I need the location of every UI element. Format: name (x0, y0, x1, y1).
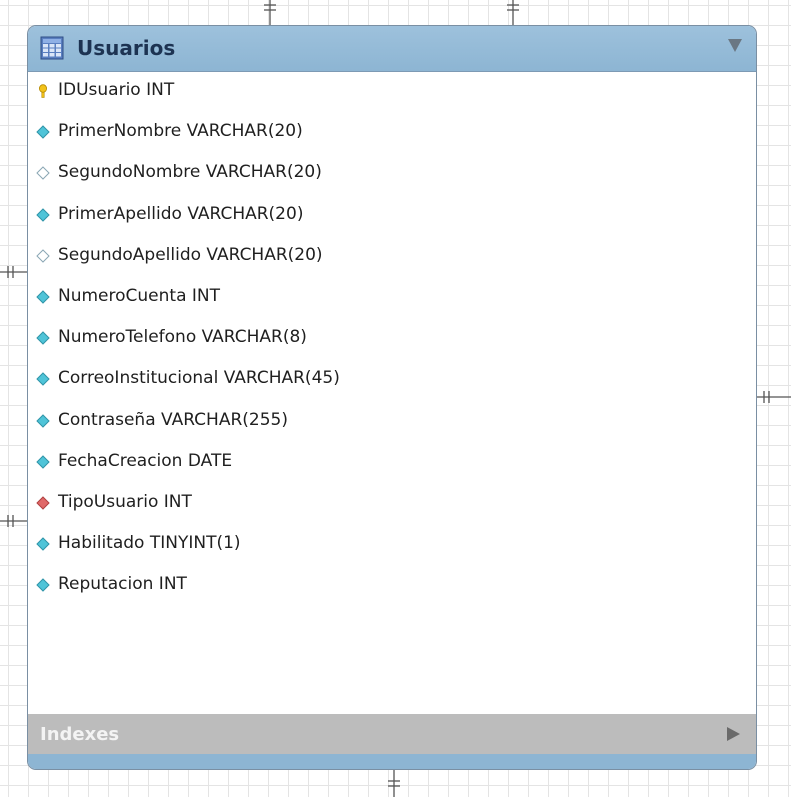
not-null-column-icon (36, 372, 50, 387)
indexes-label: Indexes (40, 724, 120, 745)
column-row[interactable]: PrimerNombre VARCHAR(20) (28, 112, 756, 153)
column-row[interactable]: FechaCreacion DATE (28, 442, 756, 483)
column-row[interactable]: IDUsuario INT (28, 71, 756, 112)
relationship-marker-top-1[interactable] (264, 0, 276, 25)
column-row[interactable]: SegundoApellido VARCHAR(20) (28, 236, 756, 277)
column-row[interactable]: Habilitado TINYINT(1) (28, 524, 756, 565)
not-null-column-icon (36, 537, 50, 551)
nullable-column-icon (36, 166, 50, 181)
column-label: PrimerNombre VARCHAR(20) (58, 121, 303, 142)
column-label: NumeroTelefono VARCHAR(8) (58, 327, 307, 348)
column-label: Reputacion INT (58, 574, 187, 595)
column-label: Contraseña VARCHAR(255) (58, 409, 288, 430)
column-row[interactable]: Reputacion INT (28, 565, 756, 606)
relationship-marker-right[interactable] (757, 391, 791, 403)
table-icon (40, 36, 64, 60)
column-row[interactable]: CorreoInstitucional VARCHAR(45) (28, 359, 756, 400)
expand-arrow-icon[interactable] (727, 727, 740, 741)
column-row[interactable]: PrimerApellido VARCHAR(20) (28, 195, 756, 236)
primary-key-icon (39, 84, 47, 98)
column-label: TipoUsuario INT (58, 492, 192, 512)
foreign-key-icon (36, 496, 50, 510)
column-label: CorreoInstitucional VARCHAR(45) (58, 368, 340, 389)
relationship-marker-left-2[interactable] (0, 515, 27, 527)
table-title: Usuarios (77, 36, 176, 60)
relationship-marker-left-1[interactable] (0, 266, 27, 278)
not-null-column-icon (36, 413, 50, 428)
not-null-column-icon (36, 331, 50, 345)
not-null-column-icon (36, 455, 50, 469)
column-row[interactable]: NumeroCuenta INT (28, 277, 756, 318)
column-label: SegundoNombre VARCHAR(20) (58, 162, 322, 183)
column-row[interactable]: TipoUsuario INT (28, 483, 756, 524)
relationship-marker-bottom[interactable] (388, 770, 400, 797)
column-label: SegundoApellido VARCHAR(20) (58, 244, 323, 265)
column-label: FechaCreacion DATE (58, 450, 233, 471)
not-null-column-icon (36, 207, 50, 222)
column-row[interactable]: SegundoNombre VARCHAR(20) (28, 153, 756, 194)
column-label: IDUsuario INT (58, 80, 175, 100)
column-label: NumeroCuenta INT (58, 286, 221, 306)
collapse-arrow-icon[interactable] (728, 39, 742, 52)
column-row[interactable]: Contraseña VARCHAR(255) (28, 401, 756, 442)
not-null-column-icon (36, 290, 50, 304)
not-null-column-icon (36, 578, 50, 593)
table-usuarios[interactable]: Usuarios IDUsuario INT PrimerNombre VARCH… (27, 25, 757, 770)
column-row[interactable]: NumeroTelefono VARCHAR(8) (28, 318, 756, 359)
not-null-column-icon (36, 125, 50, 139)
relationship-marker-top-2[interactable] (507, 0, 519, 25)
column-label: PrimerApellido VARCHAR(20) (58, 203, 304, 224)
table-header[interactable]: Usuarios (28, 26, 756, 72)
indexes-section[interactable]: Indexes (28, 714, 756, 754)
column-label: Habilitado TINYINT(1) (58, 533, 241, 554)
table-footer (28, 754, 756, 769)
nullable-column-icon (36, 249, 50, 263)
